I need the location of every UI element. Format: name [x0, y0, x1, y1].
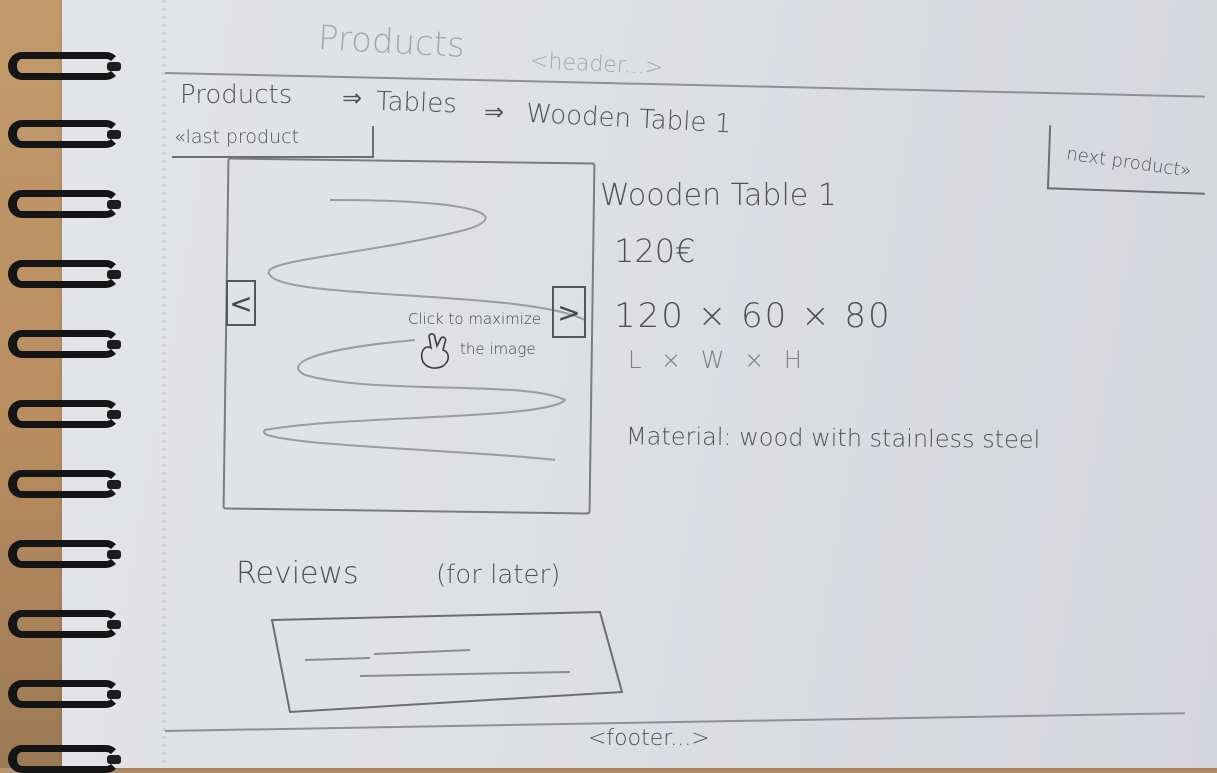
last-product-label: «last product [174, 126, 300, 148]
page-perforation [162, 0, 166, 768]
last-product-button[interactable]: «last product [172, 126, 374, 158]
hand-cursor-icon [420, 333, 450, 369]
product-material: Material: wood with stainless steel [625, 422, 1041, 454]
chevron-left-icon: < [229, 286, 253, 320]
spiral-ring [8, 540, 121, 568]
reviews-placeholder-box [270, 610, 624, 714]
maximize-hint-line2: the image [460, 340, 536, 358]
breadcrumb-separator: ⇒ [342, 84, 363, 112]
spiral-ring [8, 52, 121, 80]
spiral-binding [0, 0, 130, 773]
site-title[interactable]: Products [317, 18, 466, 66]
breadcrumb-item-tables[interactable]: Tables [375, 86, 458, 120]
reviews-title: Reviews [236, 556, 359, 591]
dimension-legend: L × W × H [628, 346, 808, 374]
spiral-ring [8, 400, 121, 428]
spiral-ring [8, 610, 121, 638]
spiral-ring [8, 680, 121, 708]
spiral-ring [8, 260, 121, 288]
breadcrumb-item-products[interactable]: Products [180, 80, 293, 110]
footer-placeholder: <footer...> [588, 726, 710, 751]
next-product-button[interactable]: next product» [1046, 125, 1208, 195]
next-product-label: next product» [1065, 143, 1193, 182]
product-dimensions: 120 × 60 × 80 [614, 296, 892, 336]
maximize-hint-line1: Click to maximize [408, 310, 542, 328]
chevron-right-icon: > [557, 295, 581, 329]
gallery-prev-button[interactable]: < [226, 280, 256, 326]
product-price: 120€ [614, 232, 696, 270]
gallery-next-button[interactable]: > [552, 286, 586, 338]
spiral-ring [8, 120, 121, 148]
spiral-ring [8, 330, 121, 358]
spiral-ring [8, 470, 121, 498]
product-image-placeholder [262, 199, 586, 461]
product-name: Wooden Table 1 [600, 178, 837, 213]
spiral-ring [8, 745, 121, 773]
reviews-note: (for later) [436, 560, 561, 590]
spiral-ring [8, 190, 121, 218]
notebook-page [62, 0, 1217, 768]
breadcrumb-separator: ⇒ [484, 98, 505, 126]
